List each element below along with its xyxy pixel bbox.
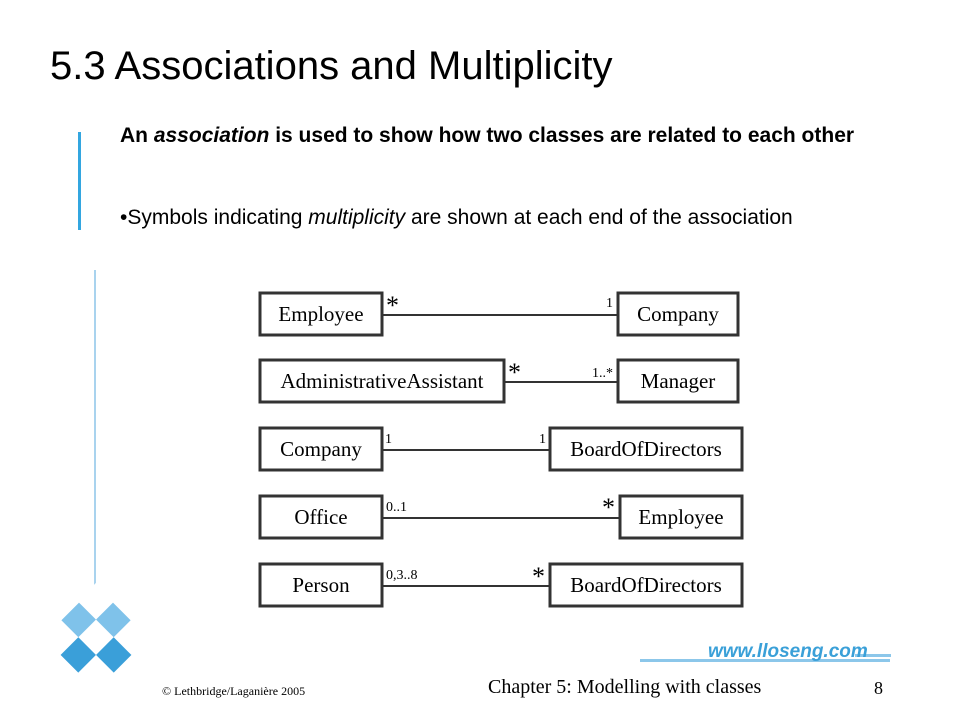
- class-box-right: [616, 358, 740, 404]
- diagram-row-2: AdministrativeAssistant * 1..* Manager: [258, 358, 740, 404]
- footer-chapter: Chapter 5: Modelling with classes: [488, 676, 762, 698]
- multiplicity-left: *: [386, 291, 399, 320]
- class-box-left: [258, 562, 384, 608]
- multiplicity-left: 0..1: [386, 500, 407, 515]
- uml-association-diagram: Employee * 1 Company AdministrativeAssis…: [258, 291, 744, 608]
- para1-after: is used to show how two classes are rela…: [269, 124, 855, 147]
- multiplicity-right: 1: [606, 296, 613, 311]
- para2-em: multiplicity: [308, 206, 406, 229]
- multiplicity-right: *: [532, 562, 545, 591]
- diagram-row-4: Office 0..1 * Employee: [258, 493, 744, 540]
- class-name-left: Person: [292, 573, 350, 597]
- lloseng-logo-icon: [40, 582, 152, 694]
- paragraph-association: An association is used to show how two c…: [120, 117, 880, 154]
- bullet-marker: •: [120, 206, 128, 229]
- class-box-left: [258, 291, 384, 337]
- page-number: 8: [874, 678, 883, 698]
- class-name-left: AdministrativeAssistant: [281, 369, 484, 393]
- class-name-right: BoardOfDirectors: [570, 573, 722, 597]
- class-name-left: Employee: [278, 302, 363, 326]
- url-underline-accent: [855, 654, 891, 657]
- class-name-right: Employee: [638, 505, 723, 529]
- class-name-right: BoardOfDirectors: [570, 437, 722, 461]
- para2-after: are shown at each end of the association: [405, 206, 793, 229]
- multiplicity-right: 1..*: [592, 366, 613, 381]
- website-url: www.lloseng.com: [708, 641, 868, 662]
- class-box-right: [616, 291, 740, 337]
- class-box-right: [548, 562, 744, 608]
- class-box-right: [618, 494, 744, 540]
- para1-before: An: [120, 124, 154, 147]
- accent-line: [78, 132, 81, 230]
- class-box-left: [258, 494, 384, 540]
- diagram-row-3: Company 1 1 BoardOfDirectors: [258, 426, 744, 472]
- multiplicity-right: *: [602, 493, 615, 522]
- multiplicity-right: 1: [539, 432, 546, 447]
- para2-before: Symbols indicating: [127, 206, 309, 229]
- accent-line-secondary: [94, 270, 96, 600]
- slide-title: 5.3 Associations and Multiplicity: [50, 44, 613, 88]
- diagram-row-5: Person 0,3..8 * BoardOfDirectors: [258, 562, 744, 608]
- class-name-left: Company: [280, 437, 362, 461]
- class-name-left: Office: [294, 505, 347, 529]
- multiplicity-left: 0,3..8: [386, 568, 418, 583]
- footer-copyright: © Lethbridge/Laganière 2005: [162, 684, 306, 698]
- bullet-multiplicity: •Symbols indicating multiplicity are sho…: [120, 199, 880, 236]
- url-underline: [640, 659, 890, 662]
- diagram-row-1: Employee * 1 Company: [258, 291, 740, 337]
- para1-em: association: [153, 124, 270, 147]
- class-box-right: [548, 426, 744, 472]
- multiplicity-left: *: [508, 358, 521, 387]
- class-name-right: Company: [637, 302, 719, 326]
- class-name-right: Manager: [641, 369, 716, 393]
- multiplicity-left: 1: [385, 432, 392, 447]
